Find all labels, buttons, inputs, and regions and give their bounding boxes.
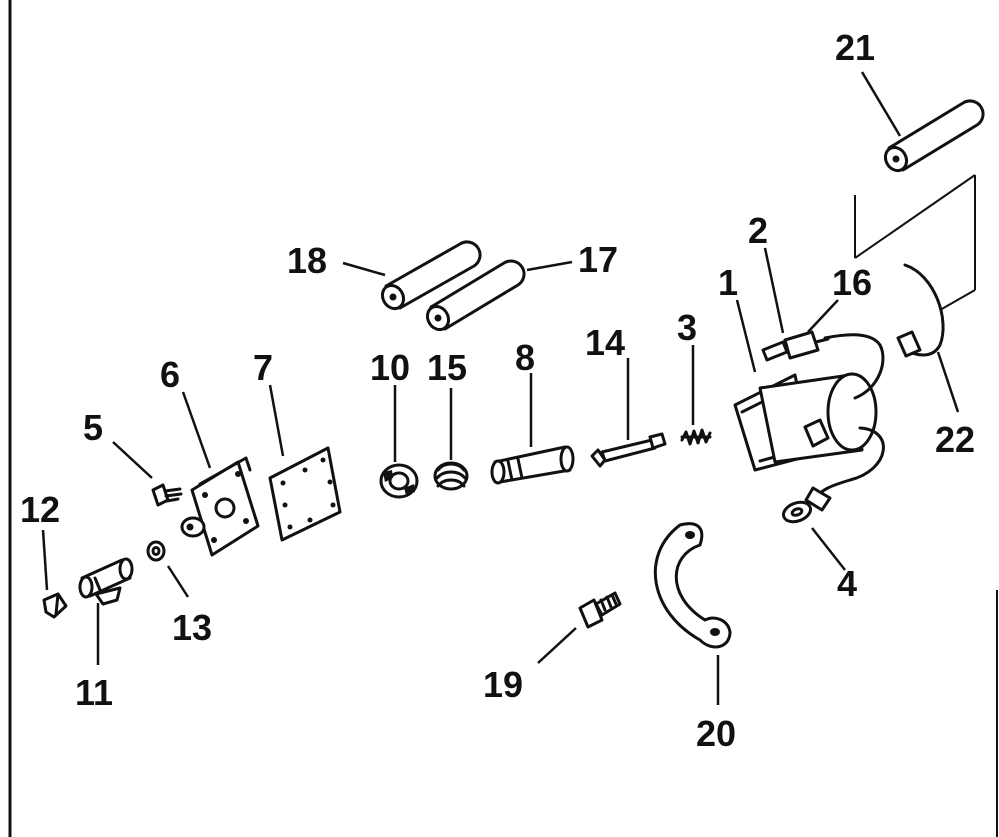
leader-2 — [763, 247, 785, 334]
callout-20: 20 — [696, 713, 736, 754]
leader-19 — [537, 627, 577, 664]
dashed-connector — [854, 174, 976, 311]
callout-6: 6 — [160, 354, 180, 395]
callout-16: 16 — [832, 262, 872, 303]
callout-1: 1 — [718, 262, 738, 303]
part-12-nut — [42, 592, 68, 619]
part-13-washer — [146, 540, 166, 562]
callout-18: 18 — [287, 240, 327, 281]
callout-15: 15 — [427, 347, 467, 388]
part-6-cover-plate — [180, 456, 260, 557]
part-7-gasket — [268, 446, 342, 542]
part-19-screw — [578, 591, 622, 629]
leader-16 — [807, 299, 839, 333]
callout-13: 13 — [172, 607, 212, 648]
leader-13 — [166, 565, 190, 598]
part-14-plunger-pin — [590, 432, 667, 468]
leader-18 — [342, 261, 386, 277]
callout-11: 11 — [75, 672, 113, 713]
part-18-roller — [380, 240, 482, 311]
leader-12 — [41, 529, 49, 591]
part-10-check-valve — [379, 463, 419, 499]
part-1-solenoid — [733, 333, 885, 502]
part-11-fitting — [78, 557, 134, 606]
part-4-ring-terminal — [781, 486, 832, 524]
callout-19: 19 — [483, 664, 523, 705]
leader-17 — [526, 260, 573, 272]
leader-1 — [735, 299, 757, 373]
callout-22: 22 — [935, 419, 975, 460]
part-17-roller — [425, 259, 526, 332]
leader-4 — [811, 527, 846, 571]
leader-5 — [112, 441, 153, 479]
leader-22 — [936, 351, 960, 413]
part-5-screw — [151, 483, 183, 507]
part-21-roller — [883, 99, 985, 173]
callout-2: 2 — [748, 210, 768, 251]
leader-6 — [181, 391, 212, 469]
callout-7: 7 — [253, 347, 273, 388]
part-8-sleeve — [490, 445, 575, 485]
callout-3: 3 — [677, 307, 697, 348]
callout-5: 5 — [83, 407, 103, 448]
part-2-terminal — [761, 330, 830, 362]
part-15-spring — [433, 461, 469, 491]
callout-12: 12 — [20, 489, 60, 530]
leader-21 — [860, 71, 902, 137]
part-3-spring — [680, 428, 712, 446]
leader-7 — [268, 384, 285, 457]
callout-4: 4 — [837, 563, 857, 604]
callout-17: 17 — [578, 239, 618, 280]
callout-21: 21 — [835, 27, 875, 68]
callout-14: 14 — [585, 322, 625, 363]
callout-10: 10 — [370, 347, 410, 388]
callout-8: 8 — [515, 337, 535, 378]
part-20-clamp — [653, 522, 732, 649]
part-22-clip — [896, 263, 945, 358]
